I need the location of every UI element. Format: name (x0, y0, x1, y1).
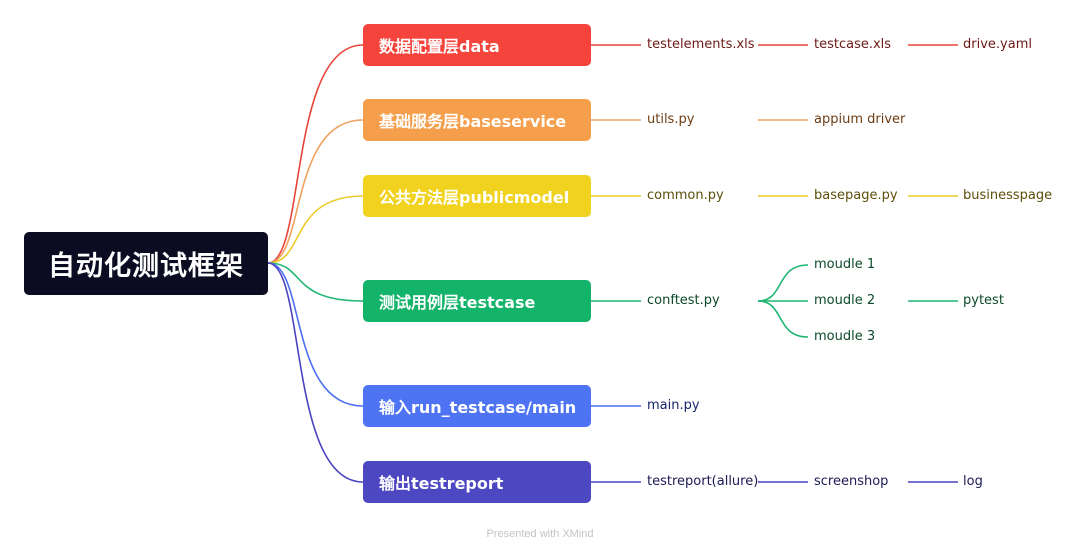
leaf-common[interactable]: common.py (647, 188, 724, 203)
leaf-appium-driver[interactable]: appium driver (814, 112, 906, 127)
leaf-moudle-1[interactable]: moudle 1 (814, 257, 876, 272)
leaf-moudle-2[interactable]: moudle 2 (814, 293, 876, 308)
leaf-testelements[interactable]: testelements.xls (647, 37, 755, 52)
branch-publicmodel[interactable]: 公共方法层publicmodel (363, 175, 591, 217)
root-node[interactable]: 自动化测试框架 (24, 232, 268, 295)
leaf-utils[interactable]: utils.py (647, 112, 695, 127)
leaf-testreport-allure[interactable]: testreport(allure) (647, 474, 759, 489)
leaf-conftest[interactable]: conftest.py (647, 293, 720, 308)
branch-connector (267, 262, 364, 302)
leaf-drive-yaml[interactable]: drive.yaml (963, 37, 1032, 52)
branch-connector (267, 262, 364, 407)
branch-testcase[interactable]: 测试用例层testcase (363, 280, 591, 322)
branch-input-main[interactable]: 输入run_testcase/main (363, 385, 591, 427)
leaf-testcase-xls[interactable]: testcase.xls (814, 37, 892, 52)
leaf-businesspage[interactable]: businesspage (963, 188, 1053, 203)
leaf-connector (757, 264, 809, 302)
branch-data[interactable]: 数据配置层data (363, 24, 591, 66)
branch-connector (267, 262, 364, 483)
branch-connector (267, 195, 364, 264)
leaf-moudle-3[interactable]: moudle 3 (814, 329, 876, 344)
leaf-connector (757, 300, 809, 338)
leaf-log[interactable]: log (963, 474, 983, 489)
xmind-footer: Presented with XMind (486, 528, 594, 540)
branch-testreport[interactable]: 输出testreport (363, 461, 591, 503)
leaf-basepage[interactable]: basepage.py (814, 188, 898, 203)
branch-baseservice[interactable]: 基础服务层baseservice (363, 99, 591, 141)
leaf-screenshop[interactable]: screenshop (814, 474, 889, 489)
branch-connector (267, 44, 364, 264)
branch-connector (267, 119, 364, 264)
leaf-pytest[interactable]: pytest (963, 293, 1004, 308)
leaf-main-py[interactable]: main.py (647, 398, 700, 413)
